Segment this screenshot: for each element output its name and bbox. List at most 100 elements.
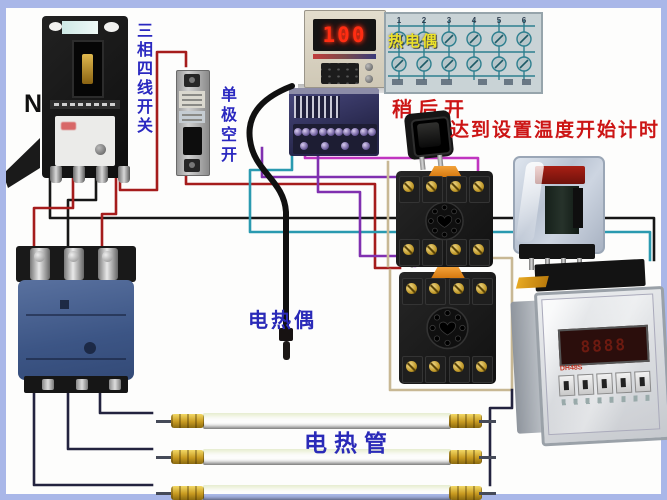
terminal-wiring-panel: 1 2 3 4 5 6 [384,12,543,94]
socket-retainer-clip [431,267,465,278]
tube-brass-end [449,414,482,428]
controller-terminal-block [293,124,377,154]
contactor-bottom-block [24,376,128,393]
breaker-rating-sticker [179,111,205,123]
tube-brass-end [171,414,204,428]
socket-bottom-terminals [399,239,490,266]
thermocouple-cable [246,83,295,333]
clear-case-relay [513,156,605,270]
relay-armature [573,188,583,228]
relay-socket-2 [399,267,496,384]
body-detail [60,300,69,309]
breaker-label-sticker [179,91,205,108]
body-seam [26,358,126,360]
tube-pin [156,420,173,423]
three-phase-switch [42,16,130,183]
wire-red-control [184,158,402,270]
panel-thermocouple-label: 热电偶 [388,33,440,50]
heating-tube-2 [156,448,496,466]
tube-pin [479,420,496,423]
switch-terminal [118,166,130,183]
wire-red-to-breaker [118,50,188,192]
body-seam [26,314,126,316]
relay-socket-1 [396,166,493,267]
terminal-screw [351,128,360,136]
breaker-terminal [184,159,200,172]
terminal [402,278,423,305]
mount-hole-icon [49,22,62,31]
contactor-bottom-terminal [109,379,121,390]
wire-navy-common [488,388,514,487]
terminal [468,176,490,203]
heating-tube-label: 电热管 [304,430,394,456]
terminal-screw [302,128,311,136]
terminal-grid: 1 2 3 4 5 6 [388,16,535,85]
svg-text:1: 1 [397,16,402,25]
terminal [399,176,420,203]
terminal [448,278,470,305]
terminal-screw [343,128,352,136]
svg-text:5: 5 [497,16,502,25]
main-switch-label: 三相四线开关 [134,22,151,136]
terminal-screw [318,128,327,136]
socket-top-terminals [399,176,490,203]
wire-navy-tube3 [32,384,154,487]
temperature-controller-back [289,88,379,156]
terminal-screw [335,128,344,136]
probe-tip [283,341,290,360]
terminal [402,356,423,383]
terminal [399,239,420,266]
svg-text:3: 3 [447,16,452,25]
switch-terminal [73,166,85,183]
octal-base-icon [425,201,464,241]
svg-text:4: 4 [472,16,477,25]
controller-label-strip [313,54,376,59]
terminal-screw [310,128,319,136]
terminal-screw [367,128,376,136]
terminal [422,176,444,203]
tube-pin [479,456,496,459]
tube-finned-body [203,485,451,500]
relay-transparent-cover [513,156,605,254]
thermocouple-probe-label: 电热偶 [248,310,317,332]
terminal [471,356,493,383]
ac-contactor [14,246,138,396]
terminal [448,356,470,383]
socket-top-terminals [402,278,493,305]
breaker-toggle [183,127,202,155]
controller-keypad [321,63,359,84]
terminal-screw [341,142,350,150]
switch-terminal [50,166,62,183]
relay-base [519,244,595,259]
neutral-wedge-marker [6,138,40,188]
diagram-background: N 三相四线开关 单极空开 100 [6,8,667,500]
mount-hole-icon [104,22,119,32]
wire-red-phase-b [100,170,118,252]
terminal [425,356,447,383]
vent-slots [294,96,340,118]
tube-pin [156,492,173,495]
heating-tube-1 [156,412,496,430]
tube-brass-end [171,450,204,464]
terminal-screw [326,128,335,136]
switch-lower-panel [55,116,115,166]
terminal [422,239,444,266]
neutral-label: N [24,90,43,118]
terminal-screw [359,128,368,136]
tube-pin [156,456,173,459]
contactor-post [98,248,118,280]
relay-red-block [535,166,585,184]
temperature-controller-front: 100 [304,10,386,88]
probe-hex-nut [279,328,293,341]
rating-label [50,100,120,109]
controller-back-top [289,88,379,94]
contactor-body [18,280,134,380]
terminal-screw [361,142,370,150]
tube-pin [479,492,496,495]
brand-logo [61,122,76,130]
wire-navy-tube2 [66,384,154,451]
switch-toggle-slot [72,40,104,98]
heating-tube-3 [156,484,496,500]
contactor-post [64,248,84,280]
